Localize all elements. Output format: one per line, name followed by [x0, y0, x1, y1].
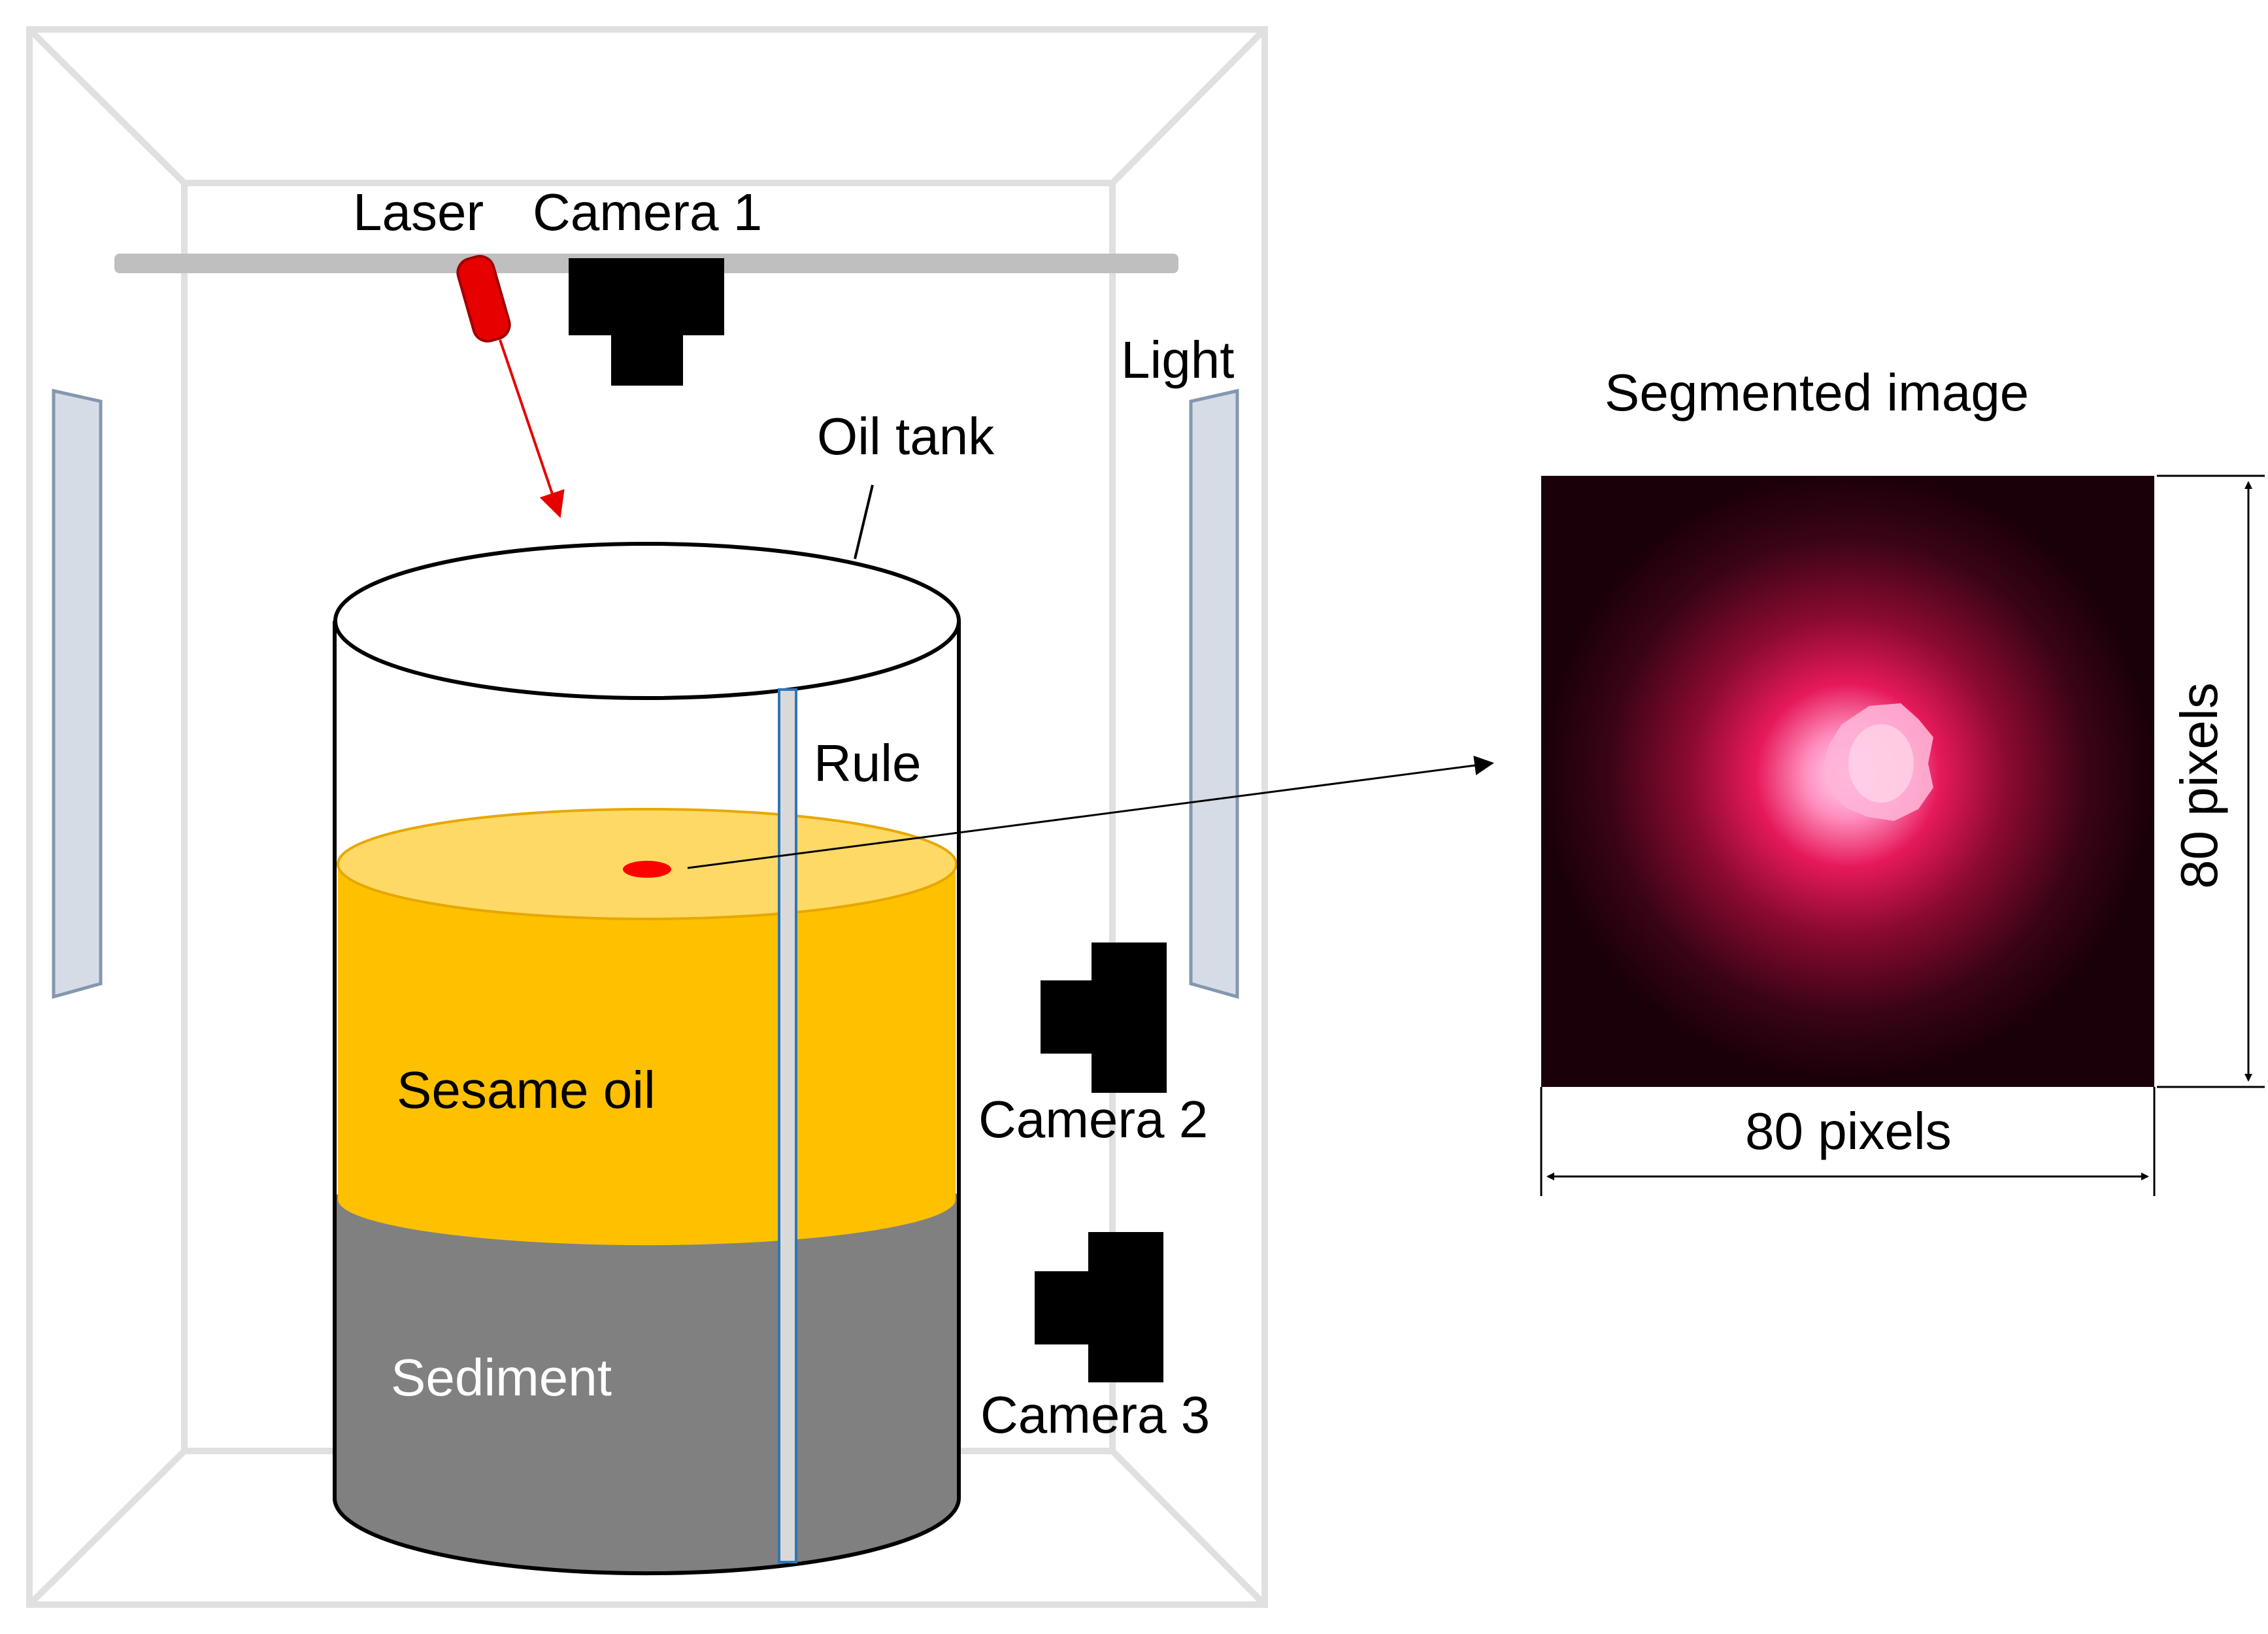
oil-tank-leader — [854, 484, 874, 559]
width-dimension-label: 80 pixels — [1745, 1102, 1952, 1160]
laser-beam — [499, 339, 565, 518]
camera-3-label: Camera 3 — [980, 1386, 1210, 1444]
measuring-rule — [778, 688, 797, 1563]
camera-1-label: Camera 1 — [533, 183, 762, 241]
laser-label: Laser — [353, 183, 484, 241]
light-panel-right — [1189, 388, 1239, 999]
sesame-oil-body — [338, 864, 956, 1246]
projection-arrow — [687, 756, 1494, 869]
tank-top-rim — [333, 542, 961, 700]
oil-tank-label: Oil tank — [817, 407, 995, 465]
light-label: Light — [1121, 331, 1234, 389]
oil-tank — [333, 542, 961, 1576]
laser-device — [456, 255, 511, 342]
camera-1-icon — [569, 258, 724, 386]
sediment-label: Sediment — [391, 1348, 612, 1407]
width-dimension — [1540, 1087, 2156, 1196]
height-dimension-label: 80 pixels — [2170, 682, 2228, 889]
sediment-layer — [335, 1199, 959, 1574]
camera-2-label: Camera 2 — [978, 1090, 1208, 1148]
rule-label: Rule — [814, 734, 922, 792]
height-dimension — [2157, 475, 2265, 1088]
segmented-image-title: Segmented image — [1605, 363, 2029, 422]
camera-3-icon — [1035, 1232, 1163, 1382]
laser-spot — [623, 861, 671, 878]
camera-2-icon — [1041, 942, 1167, 1093]
segmented-image — [1541, 476, 2154, 1087]
sesame-oil-label: Sesame oil — [397, 1061, 656, 1119]
light-panel-left — [52, 388, 103, 999]
